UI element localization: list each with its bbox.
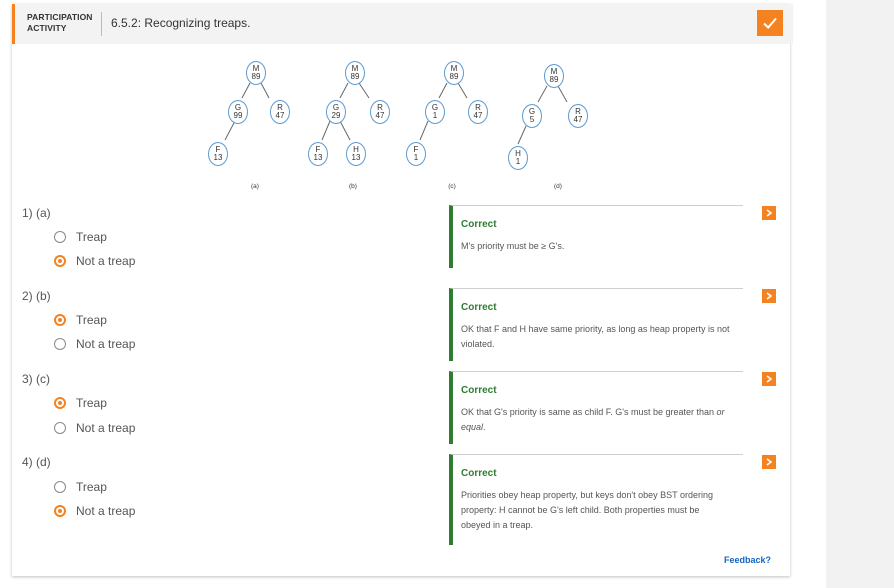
question-3-status-chevron-right-icon[interactable] bbox=[762, 372, 776, 386]
radio-button[interactable] bbox=[54, 481, 66, 493]
question-2-label: 2) (b) bbox=[22, 289, 51, 303]
radio-button-selected[interactable] bbox=[54, 314, 66, 326]
question-4-status-chevron-right-icon[interactable] bbox=[762, 455, 776, 469]
question-2-feedback: Correct OK that F and H have same priori… bbox=[449, 288, 743, 361]
feedback-title: Correct bbox=[461, 385, 497, 396]
question-3-feedback: Correct OK that G's priority is same as … bbox=[449, 371, 743, 444]
radio-button[interactable] bbox=[54, 422, 66, 434]
question-1-label: 1) (a) bbox=[22, 206, 51, 220]
feedback-title: Correct bbox=[461, 468, 497, 479]
tree-edges bbox=[224, 82, 568, 145]
question-4-feedback: Correct Priorities obey heap property, b… bbox=[449, 454, 743, 545]
header-divider bbox=[101, 12, 102, 36]
question-4-option-not-a-treap[interactable]: Not a treap bbox=[54, 502, 135, 520]
radio-button-selected[interactable] bbox=[54, 397, 66, 409]
feedback-link[interactable]: Feedback? bbox=[724, 555, 772, 565]
radio-button[interactable] bbox=[54, 338, 66, 350]
question-3-option-not-a-treap[interactable]: Not a treap bbox=[54, 419, 135, 437]
question-1-status-chevron-right-icon[interactable] bbox=[762, 206, 776, 220]
feedback-text: OK that F and H have same priority, as l… bbox=[461, 324, 730, 349]
question-3-option-treap[interactable]: Treap bbox=[54, 394, 107, 412]
feedback-text: M's priority must be ≥ G's. bbox=[461, 241, 565, 251]
tree-d-caption: (d) bbox=[554, 183, 562, 190]
feedback-text: OK that G's priority is same as child F.… bbox=[461, 407, 725, 432]
right-gutter bbox=[826, 0, 894, 588]
feedback-title: Correct bbox=[461, 219, 497, 230]
question-2-option-not-a-treap[interactable]: Not a treap bbox=[54, 335, 135, 353]
feedback-title: Correct bbox=[461, 302, 497, 313]
tree-c-caption: (c) bbox=[448, 183, 456, 190]
activity-header: PARTICIPATION ACTIVITY 6.5.2: Recognizin… bbox=[12, 4, 793, 44]
feedback-text: Priorities obey heap property, but keys … bbox=[461, 490, 714, 530]
participation-activity-card: PARTICIPATION ACTIVITY 6.5.2: Recognizin… bbox=[12, 4, 793, 576]
question-3-label: 3) (c) bbox=[22, 372, 51, 386]
participation-activity-label: PARTICIPATION ACTIVITY bbox=[27, 12, 93, 33]
activity-title: 6.5.2: Recognizing treaps. bbox=[111, 16, 251, 30]
radio-button-selected[interactable] bbox=[54, 255, 66, 267]
question-2-option-treap[interactable]: Treap bbox=[54, 311, 107, 329]
radio-button-selected[interactable] bbox=[54, 505, 66, 517]
question-1-option-not-a-treap[interactable]: Not a treap bbox=[54, 252, 135, 270]
completion-checkmark-icon bbox=[757, 10, 783, 36]
tree-a-caption: (a) bbox=[251, 183, 259, 190]
radio-button[interactable] bbox=[54, 231, 66, 243]
tree-b-caption: (b) bbox=[349, 183, 357, 190]
question-2-status-chevron-right-icon[interactable] bbox=[762, 289, 776, 303]
question-1-option-treap[interactable]: Treap bbox=[54, 228, 107, 246]
question-4-option-treap[interactable]: Treap bbox=[54, 478, 107, 496]
question-1-feedback: Correct M's priority must be ≥ G's. bbox=[449, 205, 743, 268]
question-4-label: 4) (d) bbox=[22, 455, 51, 469]
